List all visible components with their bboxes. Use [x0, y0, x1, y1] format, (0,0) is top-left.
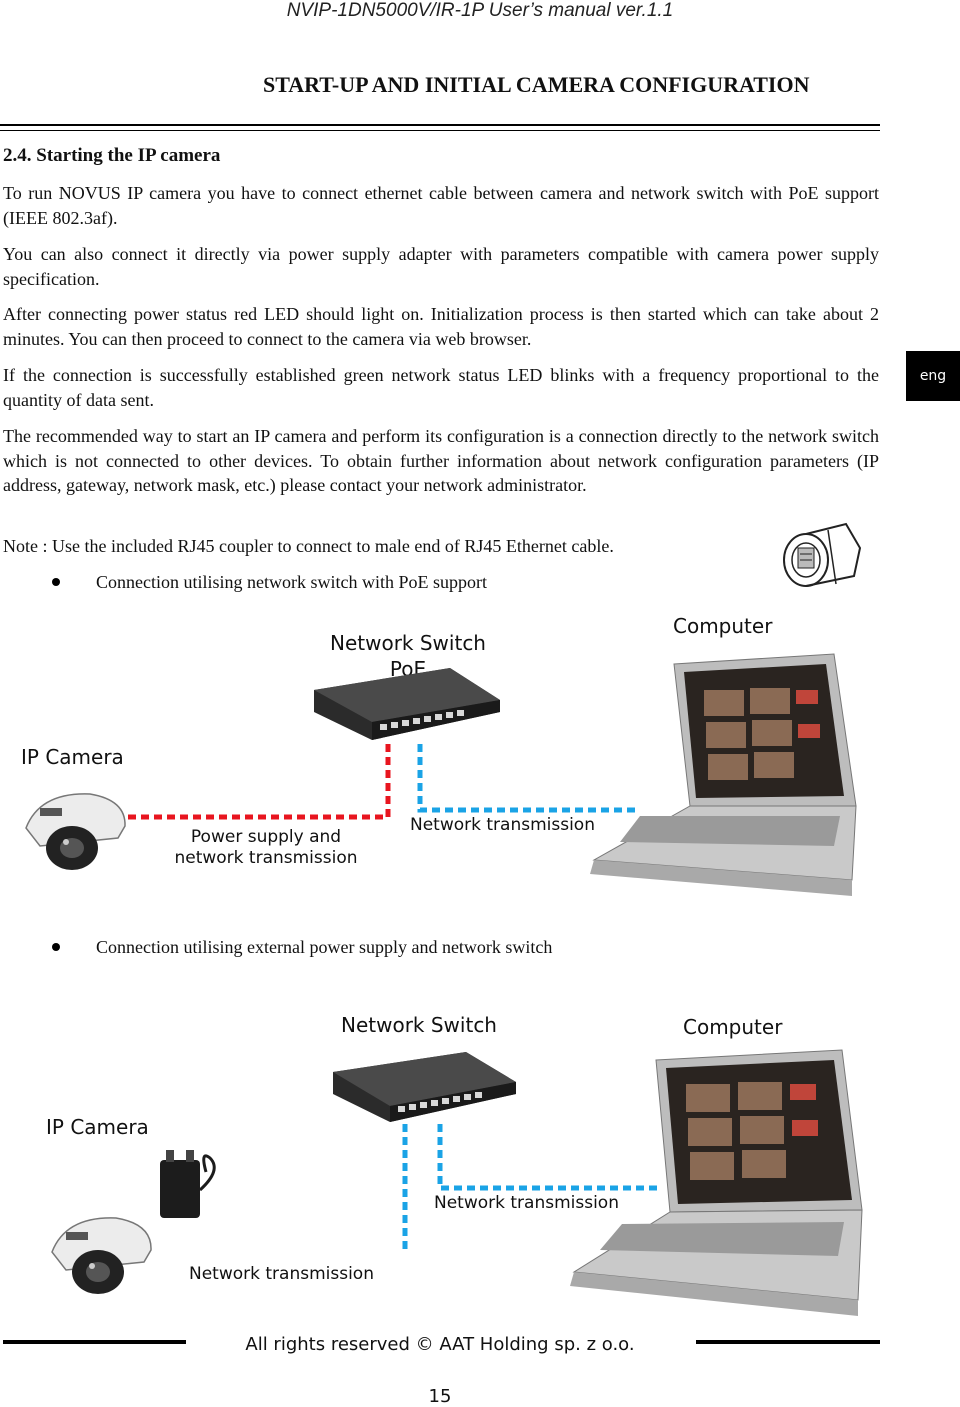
paragraph-1: To run NOVUS IP camera you have to conne…	[3, 183, 879, 228]
title-rule-thin	[0, 130, 880, 131]
paragraph-5: The recommended way to start an IP camer…	[3, 426, 879, 495]
bullet-poe-connection: Connection utilising network switch with…	[52, 572, 487, 593]
dome-camera-icon	[25, 793, 126, 870]
network-transmission-label-2: Network transmission	[434, 1193, 619, 1213]
computer-label-1: Computer	[673, 614, 773, 638]
switch-label-line1: Network Switch	[330, 631, 486, 655]
page-header: NVIP-1DN5000V/IR-1P User’s manual ver.1.…	[286, 0, 674, 21]
camera-label-2: IP Camera	[46, 1115, 149, 1139]
bullet-icon	[52, 942, 60, 951]
network-cable-line	[417, 744, 640, 813]
footer-rule-right	[696, 1340, 880, 1344]
external-power-diagram-graphics	[51, 1049, 863, 1316]
subheading: 2.4. Starting the IP camera	[3, 145, 221, 166]
network-switch-icon	[314, 668, 500, 740]
dome-camera-icon-2	[51, 1217, 152, 1294]
copyright-footer: All rights reserved © AAT Holding sp. z …	[245, 1334, 635, 1355]
rj45-coupler-illustration	[783, 522, 862, 587]
bullet-text: Connection utilising external power supp…	[96, 937, 553, 957]
poe-diagram-graphics	[25, 653, 857, 896]
paragraph-4: If the connection is successfully establ…	[3, 365, 879, 410]
note-paragraph: Note : Use the included RJ45 coupler to …	[3, 536, 614, 556]
section-title: START-UP AND INITIAL CAMERA CONFIGURATIO…	[263, 72, 810, 97]
title-rule	[0, 124, 880, 126]
network-transmission-label-3: Network transmission	[189, 1264, 374, 1284]
page-number: 15	[428, 1386, 452, 1407]
laptop-computer-icon	[590, 653, 857, 896]
bullet-external-power: Connection utilising external power supp…	[52, 937, 552, 958]
poe-cable-label-line2: network transmission	[174, 848, 358, 868]
language-tab: eng	[906, 351, 960, 401]
laptop-computer-icon-2	[570, 1049, 863, 1316]
switch-label-2: Network Switch	[341, 1013, 497, 1037]
poe-cable-label-line1: Power supply and	[190, 827, 342, 847]
paragraph-3: After connecting power status red LED sh…	[3, 304, 879, 349]
paragraph-2: You can also connect it directly via pow…	[3, 244, 879, 289]
bullet-text: Connection utilising network switch with…	[96, 572, 487, 592]
network-switch-icon-2	[333, 1052, 516, 1122]
network-transmission-label-1: Network transmission	[410, 815, 595, 835]
camera-label-1: IP Camera	[21, 745, 124, 769]
poe-cable-label: Power supply and network transmission	[168, 827, 364, 869]
footer-rule-left	[3, 1340, 186, 1344]
computer-label-2: Computer	[683, 1015, 783, 1039]
bullet-icon	[52, 577, 60, 586]
power-adapter-icon	[160, 1150, 216, 1218]
power-cable-line	[128, 744, 391, 820]
network-cable-lines-2	[402, 1124, 660, 1250]
